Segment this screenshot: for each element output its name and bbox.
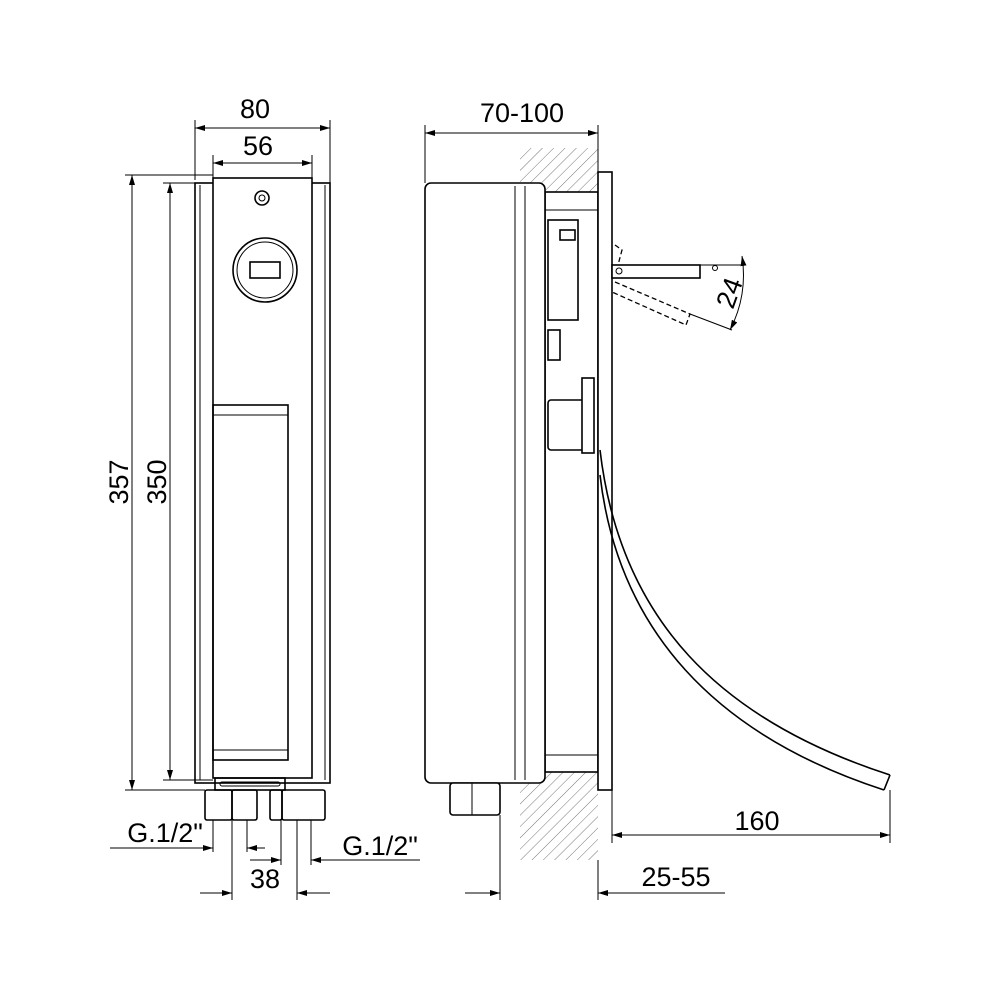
dim-inlet-spacing: 38 [250,864,280,894]
inlet-fitting-left [204,789,233,821]
dim-inlet-left: G.1/2" [127,818,203,848]
screw-icon [254,190,270,206]
inlet-fitting-right [281,789,326,821]
front-view [194,177,331,821]
side-body [424,182,546,784]
front-dimensions: 80 56 357 350 G.1/2" G.1/2" 38 [104,94,420,900]
dim-height-total: 357 [104,459,134,504]
dim-wall-thickness: 25-55 [641,862,710,892]
front-cover-window [212,404,289,761]
sensor-window [232,237,298,303]
lever [611,264,701,279]
spout-hose [599,449,891,776]
side-inlet-fitting [449,782,501,816]
dim-inlet-right: G.1/2" [342,831,418,861]
dim-spout-projection: 160 [734,806,779,836]
dim-height-body: 350 [142,459,172,504]
dim-depth: 70-100 [480,98,564,128]
dim-width-inner: 56 [243,131,273,161]
side-view [424,148,891,860]
dim-width-outer: 80 [240,94,270,124]
lever-tilted [611,281,691,326]
